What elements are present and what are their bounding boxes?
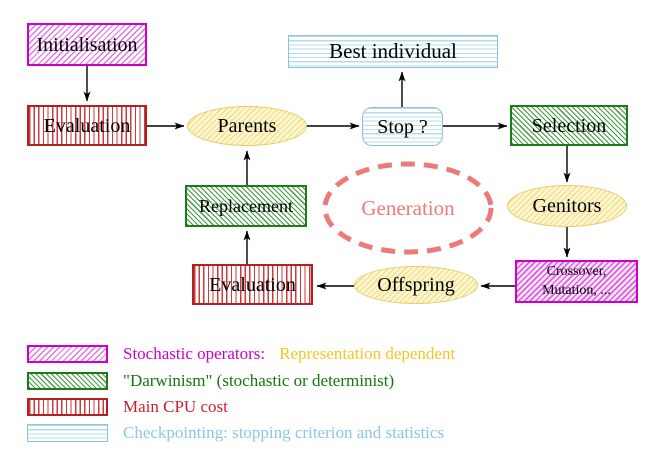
legend-label: Stochastic operators: Representation depe… <box>123 343 455 365</box>
legend-swatch-cyan-stripes <box>27 424 108 442</box>
legend-stochastic-text: Stochastic operators: <box>123 344 266 363</box>
legend-row-darwinism: "Darwinism" (stochastic or determinist) <box>27 371 647 390</box>
node-stop: Stop ? <box>362 107 443 146</box>
legend-row-cpu-cost: Main CPU cost <box>27 397 647 416</box>
legend-representation-text: Representation dependent <box>279 344 456 363</box>
node-parents: Parents <box>187 106 307 146</box>
node-initialisation: Initialisation <box>27 23 147 66</box>
node-genitors: Genitors <box>507 185 627 227</box>
node-evaluation-bottom: Evaluation <box>192 264 313 305</box>
legend-checkpointing-text: Checkpointing: stopping criterion and st… <box>123 423 445 442</box>
node-evaluation-top: Evaluation <box>27 105 147 146</box>
legend-swatch-red-stripes <box>27 398 108 416</box>
node-crossover-mutation: Crossover, Mutation, ... <box>515 260 638 303</box>
crossover-line2: Mutation, ... <box>542 282 611 298</box>
node-selection: Selection <box>510 105 628 146</box>
legend-cpu-text: Main CPU cost <box>123 397 228 416</box>
legend-row-checkpointing: Checkpointing: stopping criterion and st… <box>27 423 647 442</box>
node-offspring: Offspring <box>354 266 478 304</box>
legend-darwinism-text: "Darwinism" (stochastic or determinist) <box>123 371 395 390</box>
crossover-line1: Crossover, <box>546 264 607 280</box>
legend-row-stochastic: Stochastic operators: Representation depe… <box>27 343 647 365</box>
legend-swatch-magenta-hatch <box>27 345 108 363</box>
legend-swatch-green-hatch <box>27 372 108 390</box>
node-replacement: Replacement <box>185 185 307 227</box>
node-best-individual: Best individual <box>288 35 498 68</box>
generation-label: Generation <box>361 195 455 220</box>
